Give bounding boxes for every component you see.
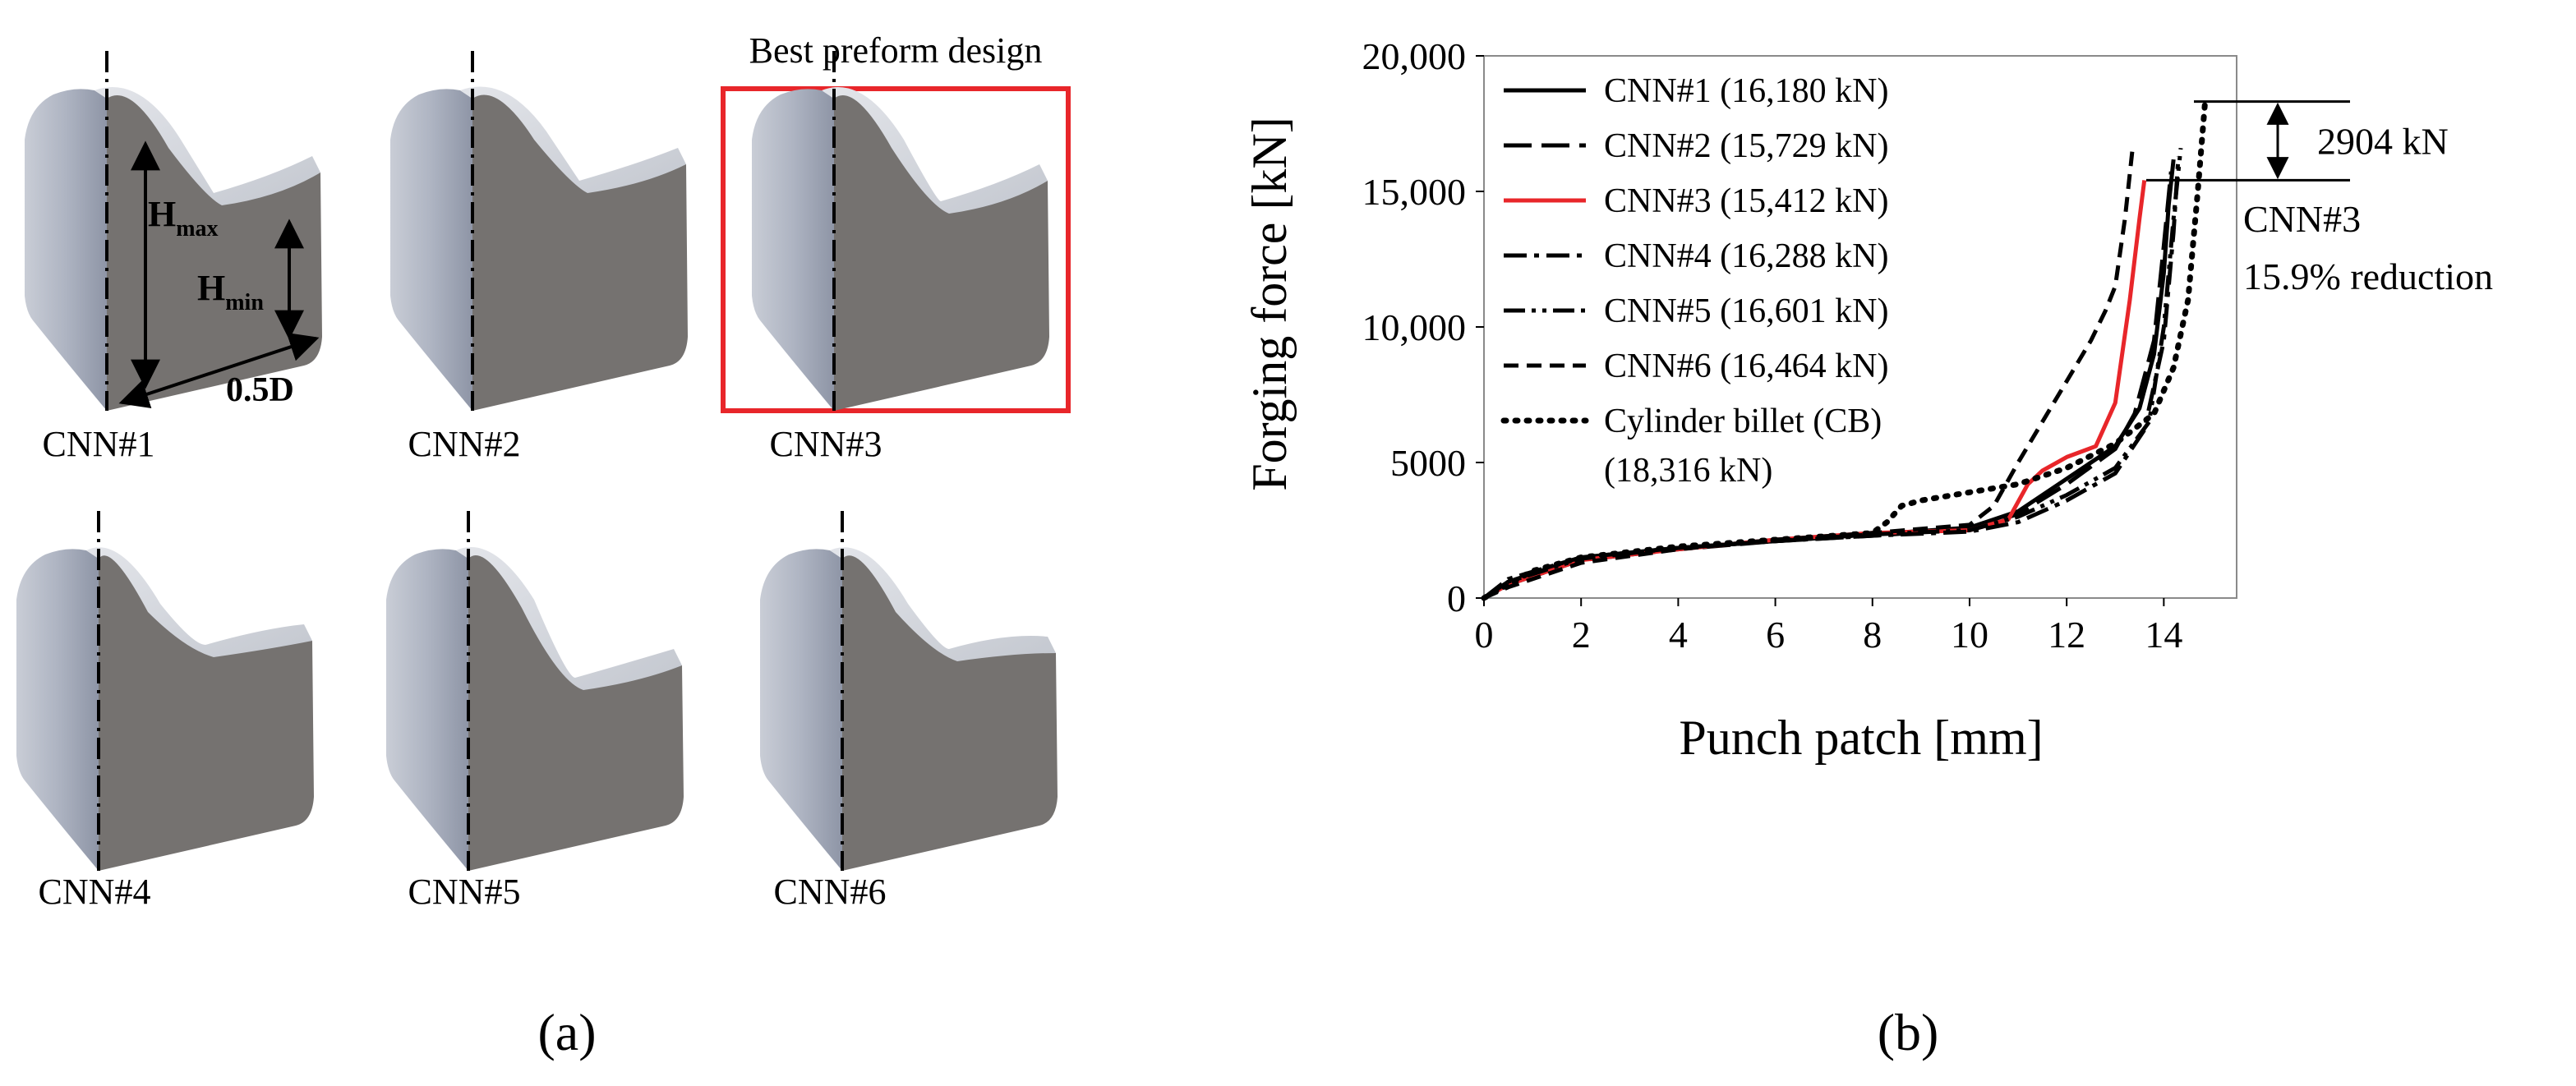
panel-b-force-chart: 0 5000 10,000 15,000 20,000 0 2 4 6 8 10 12 14 CNN#1… [1242,35,2493,1061]
design-label: CNN#5 [408,872,521,912]
hmin-label: H [197,268,225,308]
panel-a-caption: (a) [537,1003,596,1061]
front-face [468,555,684,871]
left-face [752,89,834,412]
y-axis-label: Forging force [kN] [1242,117,1297,490]
difference-label: 2904 kN [2317,120,2449,162]
top-face [822,87,1048,218]
cnn1-dimension-annotations: Hmax Hmin 0.5D [118,140,320,409]
svg-text:Hmin: Hmin [197,268,264,315]
front-face [842,555,1058,871]
panel-b-caption: (b) [1878,1003,1939,1061]
top-face [456,547,682,694]
legend-label: CNN#6 (16,464 kN) [1604,347,1888,385]
design-label: CNN#6 [774,872,887,912]
design-label: CNN#1 [43,424,155,464]
legend-label: Cylinder billet (CB) [1604,403,1882,440]
left-face [760,549,842,871]
x-tick-label: 4 [1669,614,1688,656]
left-face [386,549,468,871]
hmax-subscript: max [176,216,218,242]
front-face [99,555,314,871]
legend-label: CNN#1 (16,180 kN) [1604,72,1888,110]
y-tick-label: 10,000 [1362,306,1467,348]
legend-label: CNN#5 (16,601 kN) [1604,292,1888,330]
top-face [830,547,1056,665]
cnn3-note: CNN#3 [2243,198,2361,240]
series-line-5 [1482,147,2183,601]
legend-label: CNN#2 (15,729 kN) [1604,127,1888,165]
chart-legend: CNN#1 (16,180 kN) CNN#2 (15,729 kN) CNN#3 … [1500,72,1888,490]
y-tick-label: 20,000 [1362,35,1467,77]
x-tick-label: 10 [1951,614,1988,656]
design-label: CNN#2 [408,424,521,464]
chart-annotations: 2904 kN CNN#3 15.9% reduction [2146,100,2493,297]
preform-cnn5 [386,511,684,871]
reduction-note: 15.9% reduction [2243,255,2493,297]
legend-label: CNN#3 (15,412 kN) [1604,182,1888,220]
half-diameter-label: 0.5D [226,371,294,409]
svg-text:Hmax: Hmax [148,194,219,242]
x-tick-label: 6 [1766,614,1785,656]
x-tick-label: 2 [1572,614,1591,656]
design-label: CNN#4 [39,872,151,912]
left-face [16,549,99,871]
front-face [472,94,688,412]
x-tick-label: 12 [2048,614,2085,656]
hmax-label: H [148,194,176,234]
best-preform-label: Best preform design [749,30,1043,71]
y-tick-label: 0 [1447,578,1466,619]
preform-cnn2 [390,51,688,412]
preform-cnn4 [16,511,314,871]
front-face [834,95,1049,411]
left-face [25,89,107,412]
top-face [460,86,686,197]
front-face [107,95,322,411]
series-line-7 [1481,99,2209,601]
x-axis-label: Punch patch [mm] [1679,711,2043,765]
legend-label: CNN#4 (16,288 kN) [1604,237,1888,275]
preform-cnn3 [752,51,1049,412]
design-label: CNN#3 [770,424,882,464]
y-tick-label: 5000 [1390,442,1466,484]
panel-a-preform-designs: Best preform design CNN#1 CNN#2 CNN#3CNN#4… [16,30,1071,1061]
x-tick-label: 8 [1863,614,1882,656]
x-tick-label: 0 [1475,614,1494,656]
x-tick-label: 14 [2145,614,2182,656]
hmin-subscript: min [225,290,264,315]
left-face [390,89,472,412]
preform-cnn1 [25,51,322,412]
best-design-highlight-box [721,86,1071,413]
chart-axes: 0 5000 10,000 15,000 20,000 0 2 4 6 8 10 12 14 [1362,35,2237,656]
legend-label: (18,316 kN) [1604,452,1772,490]
series-line-6 [1482,151,2135,601]
preform-cnn6 [760,511,1058,871]
y-tick-label: 15,000 [1362,171,1467,213]
chart-series [1481,99,2209,601]
top-face [94,87,320,209]
